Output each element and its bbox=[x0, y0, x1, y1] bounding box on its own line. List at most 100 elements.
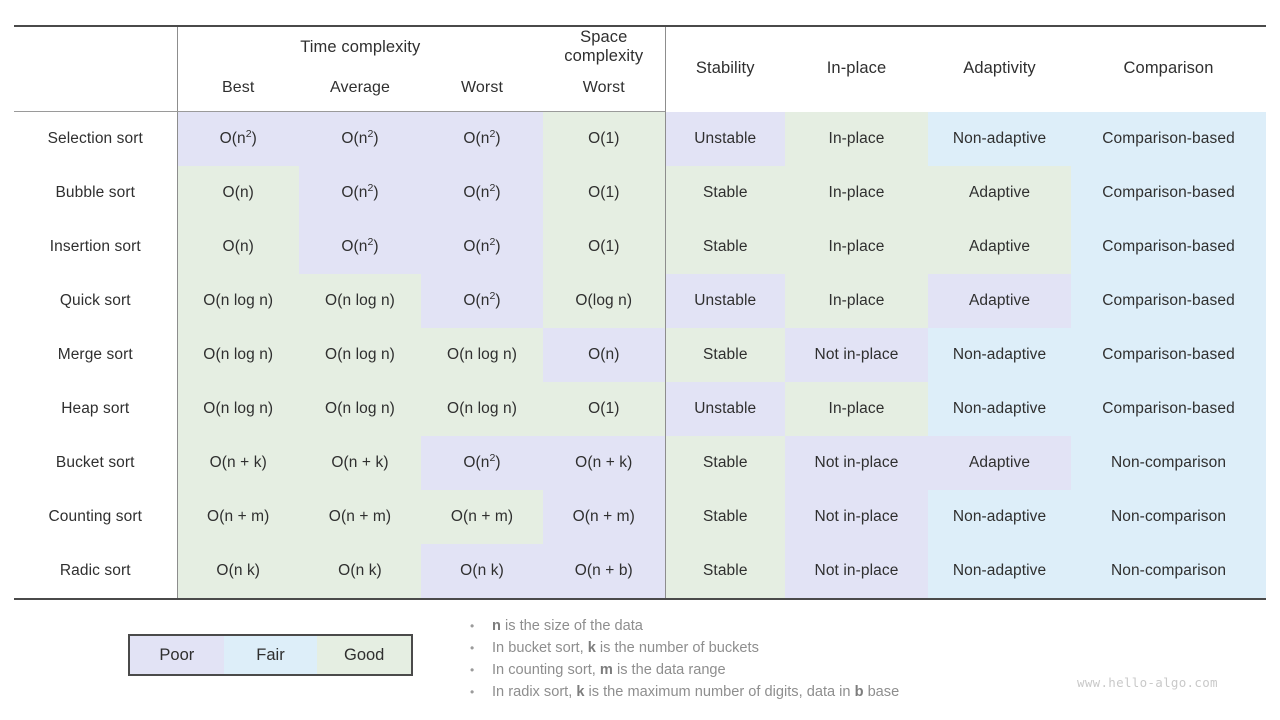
footnote-item: •n is the size of the data bbox=[470, 616, 1070, 638]
cell-stability: Unstable bbox=[664, 382, 786, 436]
cell-time-worst: O(n log n) bbox=[421, 328, 544, 382]
cell-space-worst: O(log n) bbox=[543, 274, 666, 328]
cell-stability: Stable bbox=[664, 220, 786, 274]
quality-legend: Poor Fair Good bbox=[128, 634, 413, 676]
row-header-algorithm-name: Selection sort bbox=[14, 111, 177, 166]
cell-time-average: O(n2) bbox=[299, 166, 421, 220]
cell-comparison: Comparison-based bbox=[1071, 274, 1267, 328]
bullet-icon: • bbox=[470, 663, 475, 677]
bullet-icon: • bbox=[470, 685, 475, 699]
legend-label-good: Good bbox=[343, 645, 385, 664]
cell-time-best: O(n log n) bbox=[176, 328, 299, 382]
column-header-adaptivity: Adaptivity bbox=[963, 58, 1036, 77]
cell-adaptivity: Non-adaptive bbox=[928, 382, 1072, 436]
cell-comparison: Comparison-based bbox=[1071, 328, 1267, 382]
cell-time-best: O(n2) bbox=[176, 111, 299, 166]
cell-time-average: O(n k) bbox=[299, 544, 421, 598]
cell-time-average: O(n + k) bbox=[299, 436, 421, 490]
cell-in-place: Not in-place bbox=[785, 544, 929, 598]
cell-time-worst: O(n2) bbox=[421, 166, 544, 220]
footnote-item: •In counting sort, m is the data range bbox=[470, 660, 1070, 682]
cell-in-place: In-place bbox=[785, 166, 929, 220]
table-head: Time complexity Space complexity Stabili… bbox=[14, 27, 1266, 112]
row-header-algorithm-name: Quick sort bbox=[14, 274, 177, 328]
cell-time-best: O(n) bbox=[176, 166, 299, 220]
row-header-algorithm-name: Heap sort bbox=[14, 382, 177, 436]
cell-time-best: O(n + m) bbox=[176, 490, 299, 544]
legend-item-poor: Poor bbox=[130, 636, 224, 674]
footnote-item: •In bucket sort, k is the number of buck… bbox=[470, 638, 1070, 660]
column-header-time-average: Average bbox=[299, 69, 421, 112]
cell-time-best: O(n log n) bbox=[176, 382, 299, 436]
row-header-algorithm-name: Counting sort bbox=[14, 490, 177, 544]
legend-label-fair: Fair bbox=[256, 645, 285, 664]
column-header-time-best: Best bbox=[176, 69, 299, 112]
cell-comparison: Non-comparison bbox=[1071, 436, 1267, 490]
cell-in-place: Not in-place bbox=[785, 490, 929, 544]
cell-time-worst: O(n log n) bbox=[421, 382, 544, 436]
cell-adaptivity: Adaptive bbox=[928, 274, 1072, 328]
cell-time-best: O(n log n) bbox=[176, 274, 299, 328]
cell-time-best: O(n) bbox=[176, 220, 299, 274]
column-header-in-place: In-place bbox=[826, 58, 887, 77]
cell-time-worst: O(n k) bbox=[421, 544, 544, 598]
cell-stability: Stable bbox=[664, 166, 786, 220]
legend-item-fair: Fair bbox=[223, 636, 318, 674]
cell-space-worst: O(n + k) bbox=[543, 436, 666, 490]
cell-stability: Stable bbox=[664, 436, 786, 490]
column-header-time-worst: Worst bbox=[421, 69, 544, 112]
cell-space-worst: O(1) bbox=[543, 166, 666, 220]
cell-time-worst: O(n2) bbox=[421, 111, 544, 166]
cell-space-worst: O(n + m) bbox=[543, 490, 666, 544]
cell-comparison: Comparison-based bbox=[1071, 166, 1267, 220]
cell-time-worst: O(n + m) bbox=[421, 490, 544, 544]
bullet-icon: • bbox=[470, 619, 475, 633]
cell-time-worst: O(n2) bbox=[421, 436, 544, 490]
cell-stability: Unstable bbox=[664, 274, 786, 328]
cell-space-worst: O(n) bbox=[543, 328, 666, 382]
cell-stability: Stable bbox=[664, 544, 786, 598]
cell-stability: Unstable bbox=[664, 111, 786, 166]
sub-header-row: Best Average Worst Worst bbox=[14, 69, 1266, 112]
cell-comparison: Non-comparison bbox=[1071, 544, 1267, 598]
cell-adaptivity: Adaptive bbox=[928, 166, 1072, 220]
row-header-algorithm-name: Bubble sort bbox=[14, 166, 177, 220]
cell-space-worst: O(1) bbox=[543, 111, 666, 166]
cell-time-average: O(n + m) bbox=[299, 490, 421, 544]
legend-label-poor: Poor bbox=[159, 645, 195, 664]
cell-stability: Stable bbox=[664, 328, 786, 382]
cell-time-worst: O(n2) bbox=[421, 220, 544, 274]
comparison-table-container: Time complexity Space complexity Stabili… bbox=[14, 25, 1267, 600]
column-header-comparison: Comparison bbox=[1123, 58, 1214, 77]
legend-item-good: Good bbox=[317, 636, 412, 674]
cell-adaptivity: Non-adaptive bbox=[928, 544, 1072, 598]
cell-adaptivity: Non-adaptive bbox=[928, 490, 1072, 544]
cell-time-average: O(n2) bbox=[299, 220, 421, 274]
footnotes-list: •n is the size of the data•In bucket sor… bbox=[470, 616, 1070, 704]
cell-time-average: O(n log n) bbox=[299, 382, 421, 436]
column-header-stability: Stability bbox=[664, 27, 786, 112]
corner-blank-cell bbox=[14, 27, 177, 69]
row-header-algorithm-name: Radic sort bbox=[14, 544, 177, 598]
cell-comparison: Comparison-based bbox=[1071, 220, 1267, 274]
column-header-algorithm-name bbox=[14, 69, 177, 112]
cell-time-average: O(n log n) bbox=[299, 328, 421, 382]
cell-in-place: Not in-place bbox=[785, 328, 929, 382]
group-header-time-complexity: Time complexity bbox=[176, 27, 544, 69]
cell-in-place: In-place bbox=[785, 111, 929, 166]
cell-time-average: O(n log n) bbox=[299, 274, 421, 328]
cell-space-worst: O(n + b) bbox=[543, 544, 666, 598]
row-header-algorithm-name: Bucket sort bbox=[14, 436, 177, 490]
cell-comparison: Comparison-based bbox=[1071, 382, 1267, 436]
cell-time-average: O(n2) bbox=[299, 111, 421, 166]
group-header-space-complexity: Space complexity bbox=[564, 28, 644, 65]
